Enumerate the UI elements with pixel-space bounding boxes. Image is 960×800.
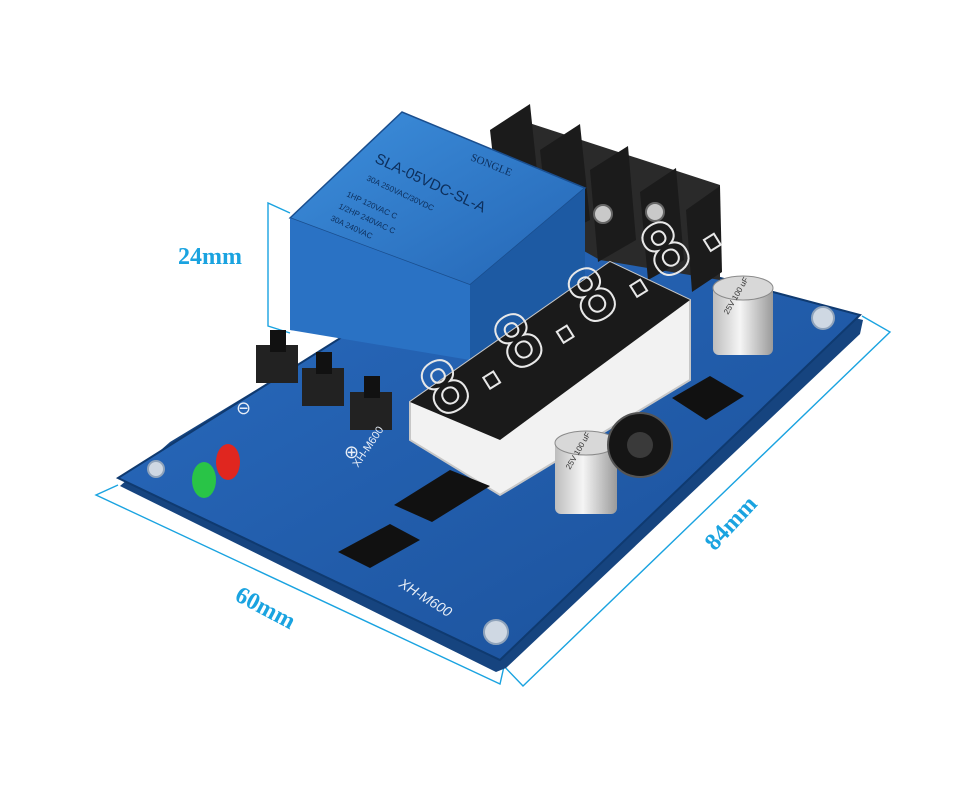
- inductor-core: [627, 432, 653, 458]
- button-cap: [316, 352, 332, 374]
- mount-hole: [811, 306, 835, 330]
- mount-hole: [483, 619, 509, 645]
- minus-marking: ⊖: [236, 398, 251, 419]
- ic-chip: [672, 376, 744, 420]
- leds: [192, 444, 240, 498]
- height-dimension-label: 24mm: [178, 244, 242, 270]
- green-led: [192, 462, 216, 498]
- mount-hole: [147, 460, 165, 478]
- red-led: [216, 444, 240, 480]
- capacitor: 25V 100 uF: [554, 430, 618, 514]
- screw-terminal: [645, 202, 665, 222]
- button-cap: [364, 376, 380, 398]
- push-buttons: ⊖ ⊕: [236, 330, 392, 463]
- screw-terminal: [593, 204, 613, 224]
- ic-chip: [394, 470, 490, 522]
- button-base: [350, 392, 392, 430]
- relay: SONGLE SLA-05VDC-SL-A 30A 250VAC/30VDC 1…: [288, 111, 587, 360]
- dimension-lines: [94, 201, 892, 687]
- ic-chips: [338, 376, 744, 568]
- plus-marking: ⊕: [344, 442, 359, 463]
- ic-chip: [338, 524, 420, 568]
- capacitor: 25V 100 uF: [712, 275, 774, 355]
- button-cap: [270, 330, 286, 352]
- button-base: [302, 368, 344, 406]
